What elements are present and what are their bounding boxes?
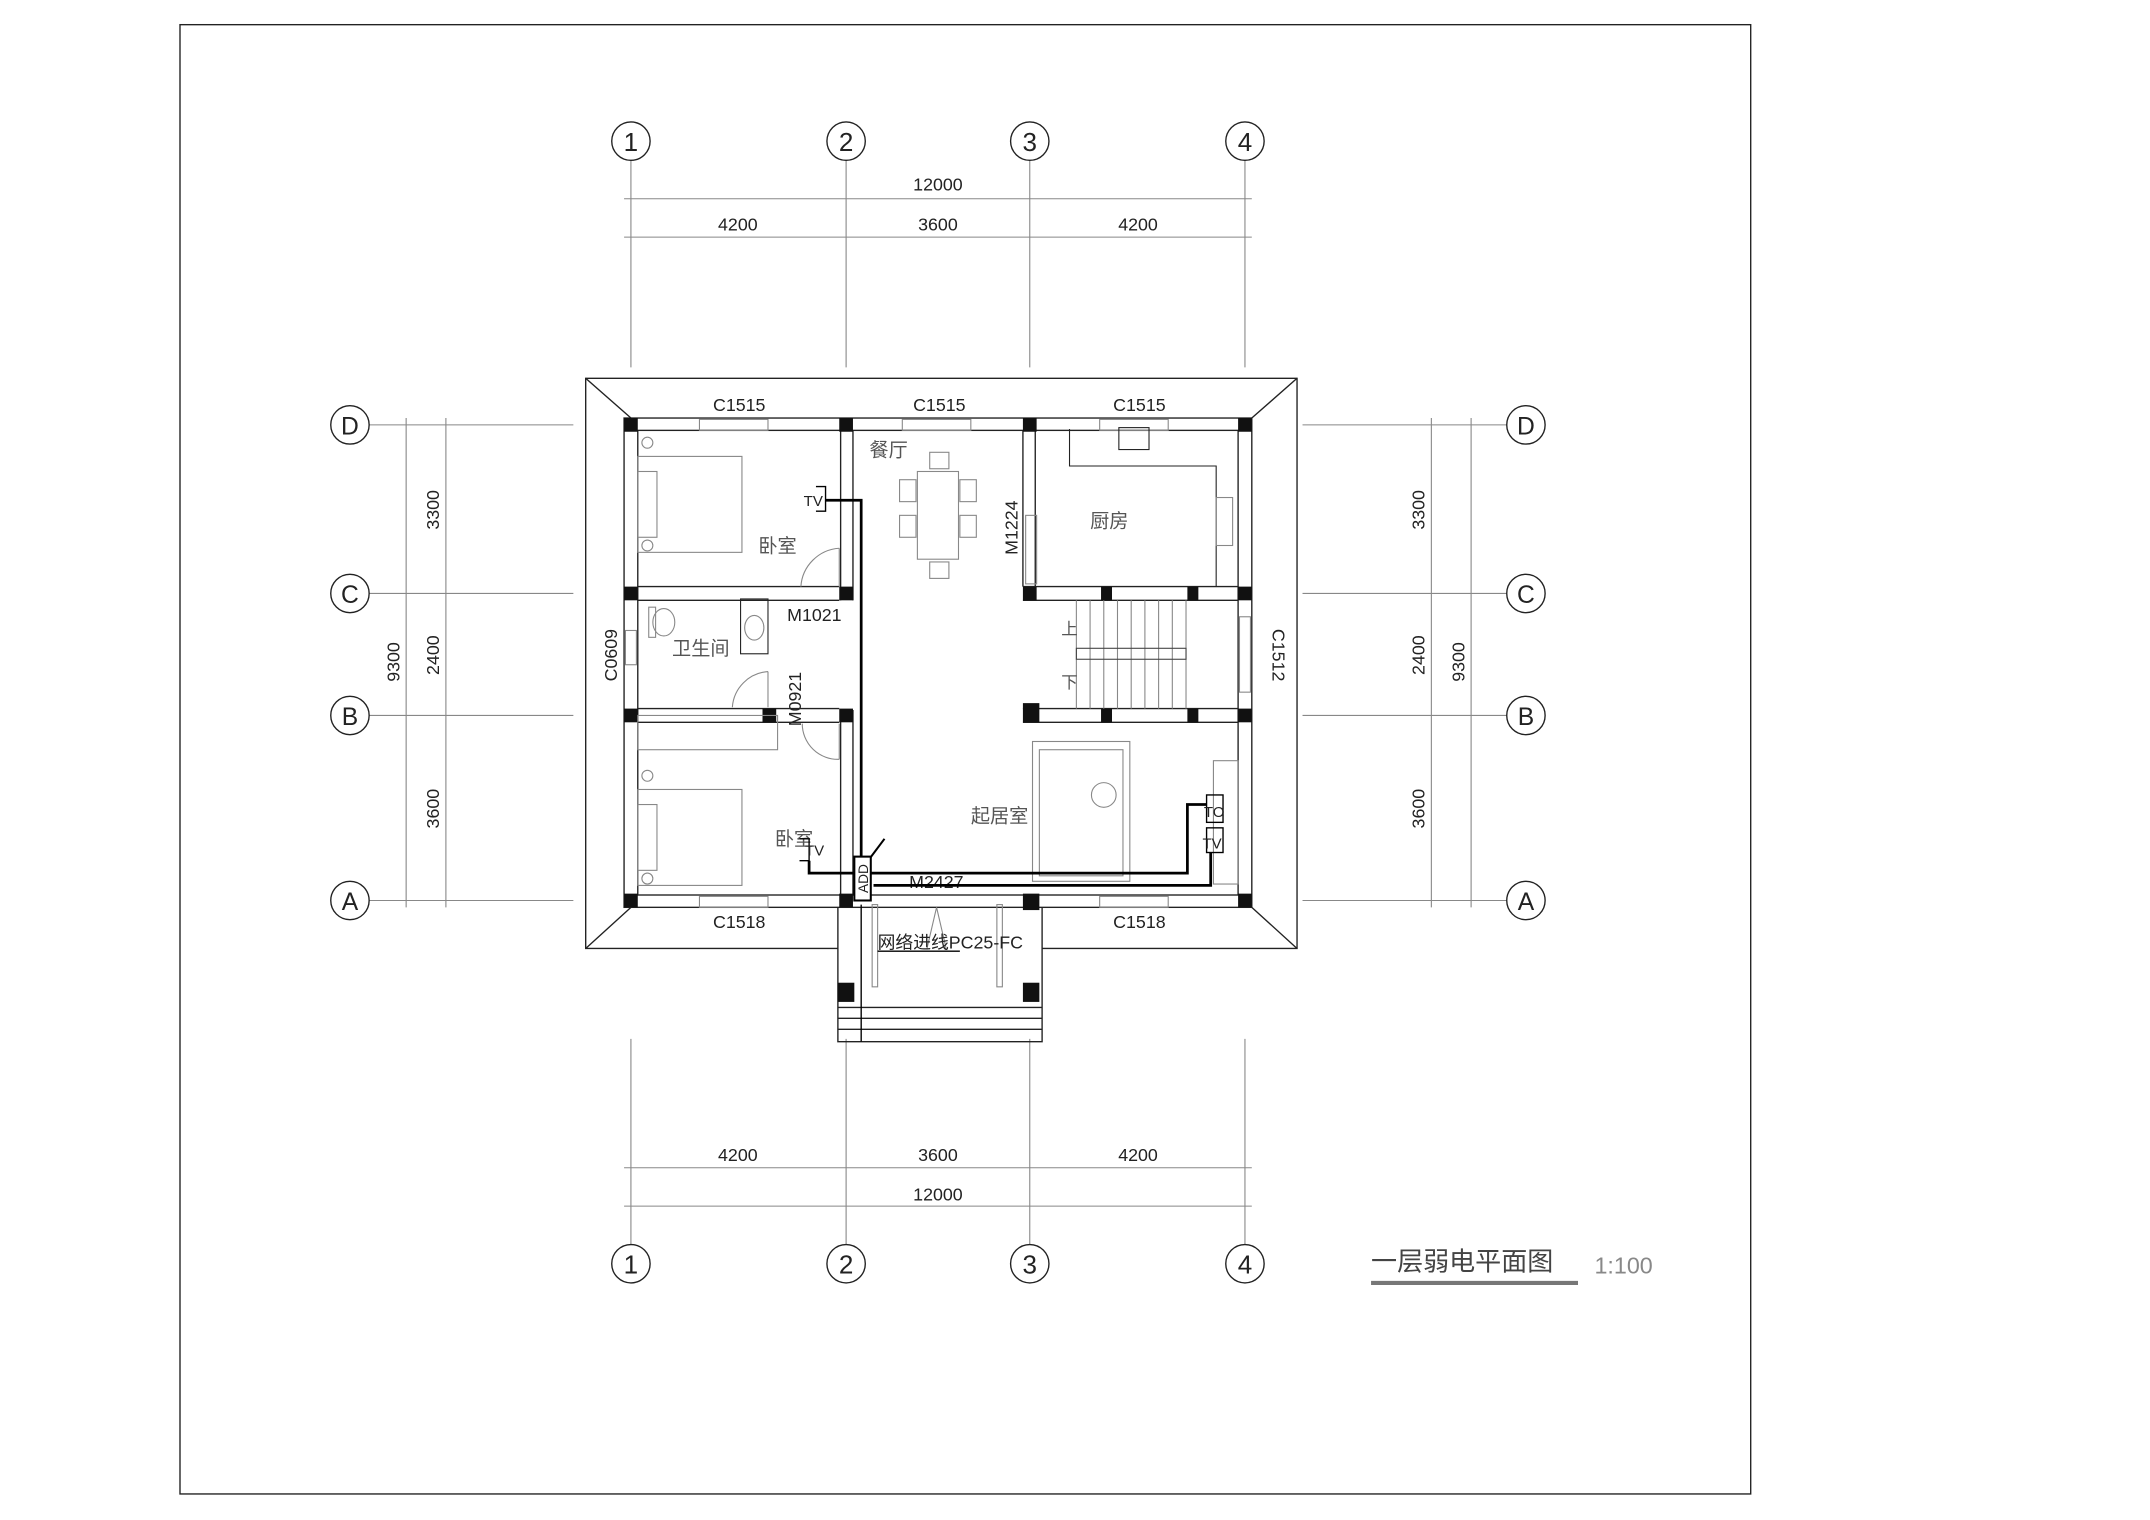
svg-text:卧室: 卧室 [775,828,813,851]
svg-text:C1515: C1515 [1113,395,1166,415]
door-labels: M1021 M0921 M1224 M2427 [785,500,1022,892]
svg-text:9300: 9300 [383,642,403,682]
axis-bubbles-left: D C B A [330,405,370,921]
svg-text:C0609: C0609 [601,629,621,682]
svg-text:C1512: C1512 [1268,629,1288,681]
svg-text:C1518: C1518 [1113,912,1166,932]
svg-text:4200: 4200 [718,1145,758,1165]
svg-text:M1021: M1021 [787,605,842,625]
svg-text:餐厅: 餐厅 [869,438,907,461]
svg-text:3600: 3600 [423,789,443,829]
grid-lines [369,160,1507,1245]
svg-text:TV: TV [804,493,823,510]
svg-text:3: 3 [1023,127,1037,157]
tv-outlet-living: TV [1202,827,1224,854]
svg-text:M1224: M1224 [1001,500,1021,555]
svg-text:ADD: ADD [856,864,871,893]
drawing-border [179,23,1752,1495]
svg-text:起居室: 起居室 [971,804,1029,827]
svg-text:2400: 2400 [423,635,443,675]
furniture [637,427,1239,886]
svg-text:A: A [342,889,359,916]
window-symbols [624,418,1251,908]
tv-outlet-dining: TV [804,485,827,512]
wiring [807,498,1213,1042]
door-swings [731,514,1038,988]
network-outlet-living: TO [1204,794,1225,824]
svg-text:B: B [342,704,358,731]
network-entry-note: 网络进线PC25-FC [878,932,1024,952]
svg-text:3300: 3300 [423,490,443,530]
svg-text:4200: 4200 [718,214,758,234]
svg-text:一层弱电平面图: 一层弱电平面图 [1371,1248,1553,1278]
svg-text:1: 1 [624,127,638,157]
svg-text:M0921: M0921 [785,672,805,727]
svg-text:3600: 3600 [918,1145,958,1165]
stair-labels: 上 下 [1061,620,1077,692]
svg-text:A: A [1518,889,1535,916]
axis-bubbles-bottom: 1 2 3 4 [611,1243,1265,1284]
svg-text:1:100: 1:100 [1594,1252,1652,1278]
svg-text:3600: 3600 [1409,789,1429,829]
svg-text:4: 4 [1238,127,1252,157]
svg-text:厨房: 厨房 [1090,510,1128,533]
svg-text:2400: 2400 [1409,635,1429,675]
svg-text:3300: 3300 [1409,490,1429,530]
svg-text:M2427: M2427 [909,872,963,892]
add-distribution-box: ADD [853,855,872,902]
svg-text:4200: 4200 [1118,1145,1158,1165]
svg-text:C1515: C1515 [913,395,966,415]
svg-text:C: C [341,582,359,609]
svg-text:C1518: C1518 [713,912,766,932]
svg-text:C1515: C1515 [713,395,766,415]
svg-text:12000: 12000 [913,1185,963,1205]
svg-text:12000: 12000 [913,175,963,195]
room-labels: 卧室 卧室 卫生间 餐厅 厨房 起居室 [672,438,1128,850]
svg-text:D: D [341,413,359,440]
svg-text:TV: TV [1202,835,1221,852]
svg-text:3600: 3600 [918,214,958,234]
svg-text:4: 4 [1238,1249,1252,1279]
svg-text:4200: 4200 [1118,214,1158,234]
svg-text:TV: TV [805,842,824,859]
svg-text:上: 上 [1061,620,1077,639]
tv-outlet-bedroom: TV [799,838,824,862]
axis-bubbles-top: 1 2 3 4 [611,121,1265,162]
svg-text:卫生间: 卫生间 [672,637,730,660]
window-labels: C1515 C1515 C1515 C1518 C1518 C0609 C151… [601,395,1288,932]
svg-text:卧室: 卧室 [758,534,796,557]
svg-text:1: 1 [624,1249,638,1279]
columns [624,418,1252,1002]
svg-text:2: 2 [839,1249,853,1279]
svg-text:TO: TO [1204,804,1225,821]
svg-text:2: 2 [839,127,853,157]
svg-text:下: 下 [1061,673,1077,692]
dimension-labels: 12000 4200 3600 4200 4200 3600 4200 1200… [383,175,1468,1205]
svg-text:B: B [1518,704,1534,731]
drawing-title-block: 一层弱电平面图 1:100 [1371,1248,1653,1285]
svg-text:9300: 9300 [1448,642,1468,682]
svg-text:3: 3 [1023,1249,1037,1279]
svg-text:C: C [1517,582,1535,609]
axis-bubbles-right: D C B A [1506,405,1546,921]
svg-text:D: D [1517,413,1535,440]
